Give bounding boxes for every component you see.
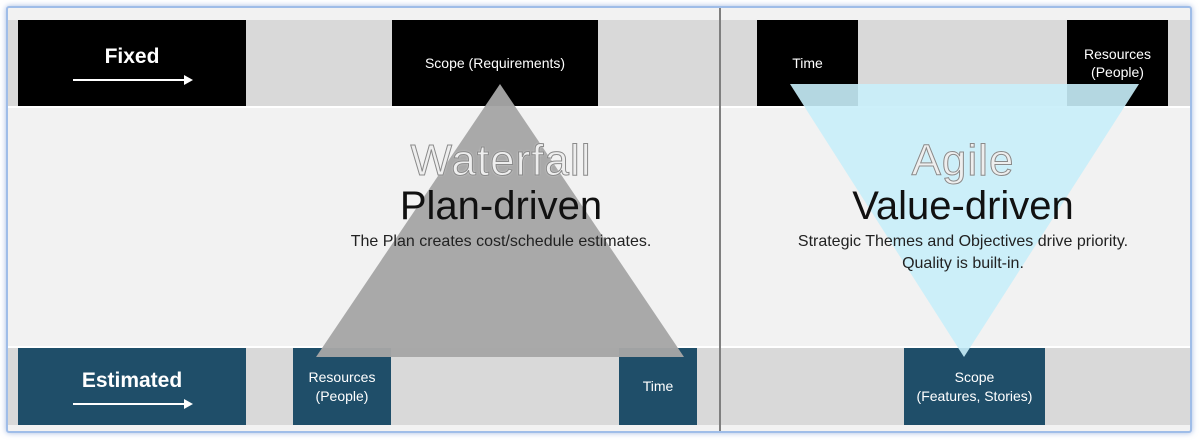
waterfall-time-box: Time xyxy=(619,348,697,425)
agile-resources-line-2: (People) xyxy=(1091,64,1144,80)
agile-description-line-2: Quality is built-in. xyxy=(902,255,1024,273)
agile-subtitle: Value-driven xyxy=(852,184,1074,228)
fixed-arrow-icon xyxy=(73,75,193,85)
estimated-arrow-icon xyxy=(73,398,193,409)
agile-title: Agile xyxy=(911,136,1015,186)
diagram-frame: Fixed Estimated Scope (Requirements) Res… xyxy=(6,6,1192,433)
agile-scope-box: Scope (Features, Stories) xyxy=(904,348,1045,425)
waterfall-scope-text: Scope (Requirements) xyxy=(424,54,566,71)
waterfall-resources-box: Resources (People) xyxy=(293,348,391,425)
waterfall-text-group: Waterfall Plan-driven The Plan creates c… xyxy=(296,136,706,253)
agile-scope-line-1: Scope xyxy=(954,369,995,386)
fixed-label-text: Fixed xyxy=(104,45,160,68)
waterfall-subtitle: Plan-driven xyxy=(399,184,603,228)
waterfall-resources-line-2: (People) xyxy=(315,387,369,404)
fixed-row-label: Fixed xyxy=(18,20,246,106)
section-divider xyxy=(719,8,721,431)
waterfall-title: Waterfall xyxy=(410,136,592,186)
triangle-layer xyxy=(316,84,1139,357)
agile-triangle xyxy=(790,84,1139,357)
agile-scope-line-2: (Features, Stories) xyxy=(916,387,1033,404)
agile-time-text: Time xyxy=(792,54,823,71)
waterfall-time-text: Time xyxy=(642,378,674,395)
waterfall-resources-line-1: Resources xyxy=(308,369,376,386)
agile-text-group: Agile Value-driven Strategic Themes and … xyxy=(748,136,1178,276)
estimated-label-text: Estimated xyxy=(81,368,183,392)
band-separator-top xyxy=(8,106,1190,108)
agile-resources-line-1: Resources xyxy=(1084,45,1151,62)
estimated-row-label: Estimated xyxy=(18,348,246,425)
waterfall-description: The Plan creates cost/schedule estimates… xyxy=(350,233,652,250)
waterfall-triangle xyxy=(316,84,684,357)
agile-description-line-1: Strategic Themes and Objectives drive pr… xyxy=(797,233,1129,250)
